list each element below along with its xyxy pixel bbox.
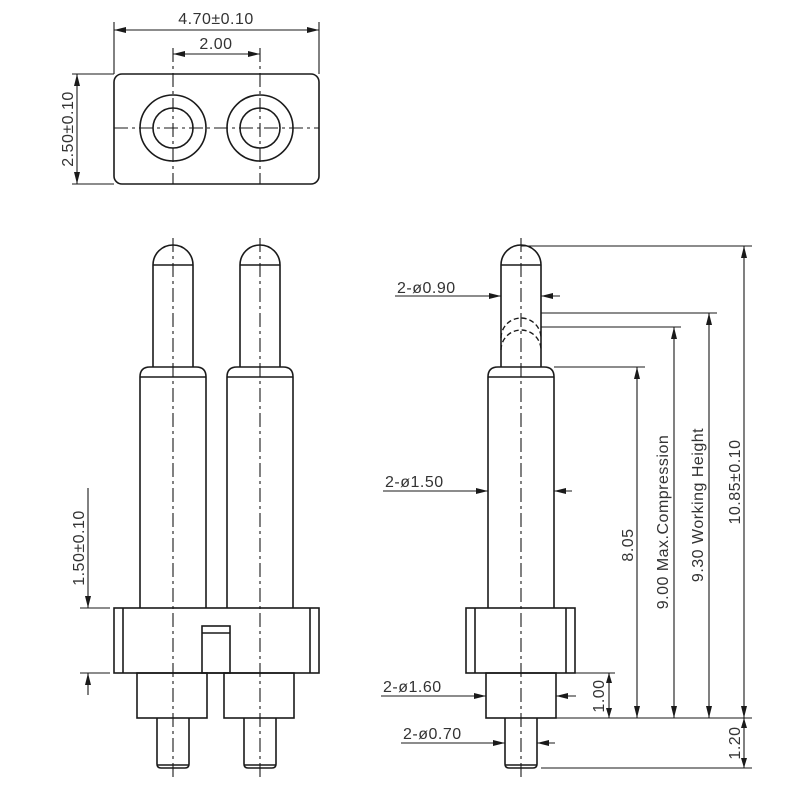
top-view: 4.70±0.10 2.00 2.50±0.10 xyxy=(60,11,320,185)
tail-collar-1 xyxy=(136,672,208,719)
housing-outline-top xyxy=(113,73,320,185)
front-pin-2 xyxy=(226,244,294,608)
front-view: 1.50±0.10 xyxy=(71,238,320,780)
max-compression-label: 9.00 Max.Compression xyxy=(655,435,672,610)
width-dimension-label: 4.70±0.10 xyxy=(178,11,254,28)
working-height-label: 9.30 Working Height xyxy=(690,428,707,582)
barrel-diameter-label: 2-ø1.50 xyxy=(385,474,444,491)
plunger-diameter-label: 2-ø0.90 xyxy=(397,280,456,297)
tail-collar-2 xyxy=(223,672,295,719)
pitch-dimension-label: 2.00 xyxy=(199,36,232,53)
collar-height-label: 1.00 xyxy=(591,679,608,712)
tail-length-label: 1.20 xyxy=(727,726,744,759)
housing-height-label: 1.50±0.10 xyxy=(71,510,88,586)
tail-pin-diameter-label: 2-ø0.70 xyxy=(403,726,462,743)
height-dimension-label: 2.50±0.10 xyxy=(60,91,77,167)
tail-collar-diameter-label: 2-ø1.60 xyxy=(383,679,442,696)
barrel-height-label: 8.05 xyxy=(620,528,637,561)
housing-slot xyxy=(201,625,231,674)
housing-front xyxy=(113,607,320,674)
total-height-label: 10.85±0.10 xyxy=(727,440,744,525)
side-view: 2-ø0.90 2-ø1.50 2-ø1.60 2-ø0.70 8.05 xyxy=(381,238,752,780)
